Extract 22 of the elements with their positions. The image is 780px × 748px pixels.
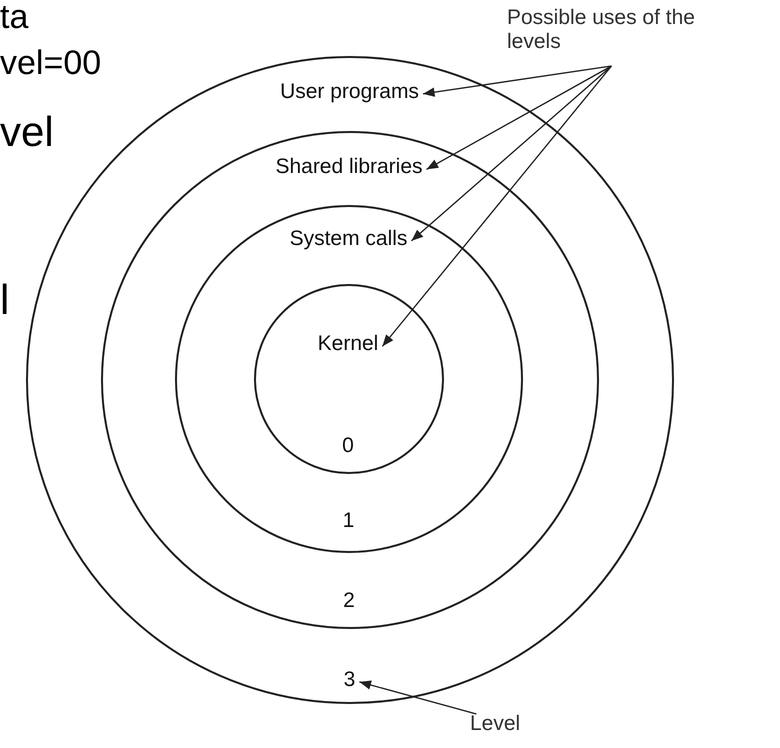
level-number: 2 <box>343 589 355 613</box>
ring-label: System calls <box>290 226 408 250</box>
leader-line <box>422 65 612 97</box>
ring-label: Kernel <box>318 332 378 356</box>
leader-line <box>426 65 612 170</box>
annotation-text: Possible uses of the levels <box>507 6 697 54</box>
leader-line <box>411 66 612 242</box>
text-fragment: vel=00 <box>0 44 102 83</box>
ring <box>100 130 598 628</box>
text-fragment: vel <box>0 108 54 156</box>
ring <box>175 205 523 553</box>
level-number: 1 <box>342 508 354 532</box>
ring-label: Shared libraries <box>275 155 423 179</box>
leader-line <box>359 680 477 715</box>
text-fragment: l <box>0 276 10 324</box>
level-number: 3 <box>344 668 356 692</box>
text-fragment: ta <box>0 0 28 37</box>
leader-line <box>382 66 612 347</box>
ring-label: User programs <box>280 80 419 104</box>
level-number: 0 <box>342 434 354 458</box>
annotation-text: Level <box>470 712 550 736</box>
circle <box>254 284 444 474</box>
